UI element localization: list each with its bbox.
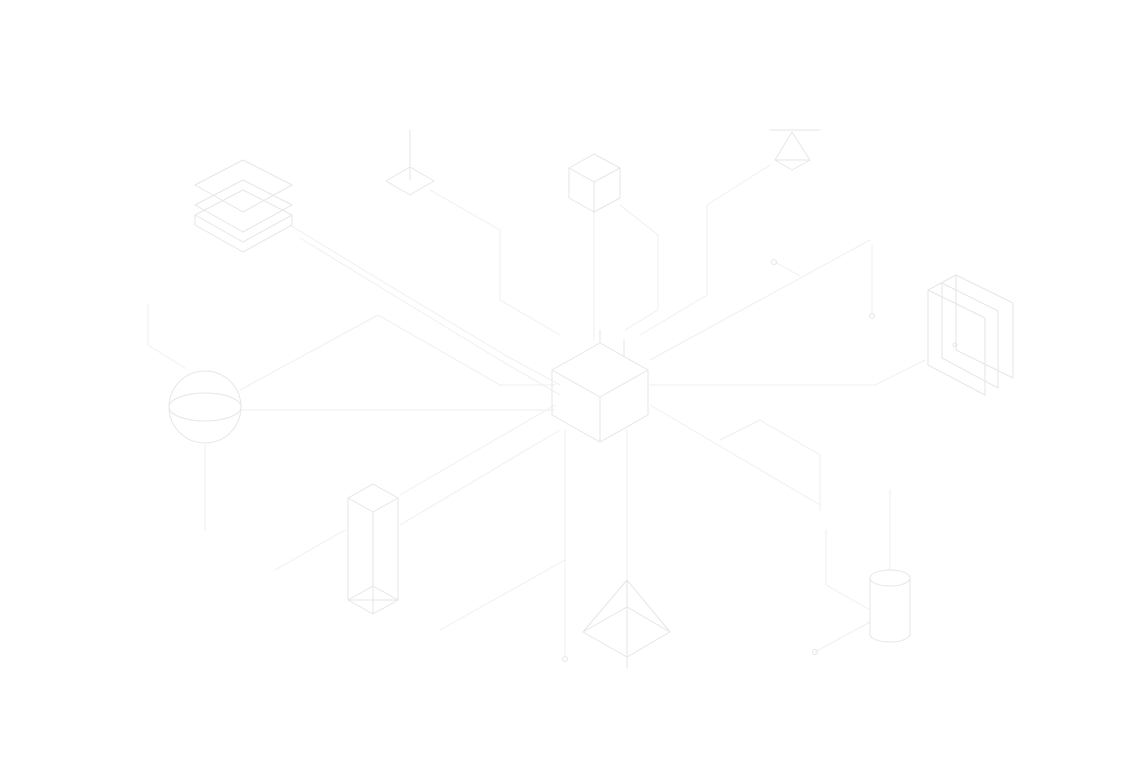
diamond-pin-icon: [385, 129, 435, 196]
node-dot: [771, 259, 777, 265]
node-dot: [869, 313, 875, 319]
node-dot: [812, 649, 818, 655]
sphere-icon: [168, 370, 242, 444]
node-dot: [562, 656, 568, 662]
panels-icon: [927, 274, 1014, 396]
node-dots: [562, 259, 958, 662]
cube-icon: [568, 153, 621, 213]
prism-icon: [347, 483, 399, 615]
hub-icon: [551, 329, 649, 443]
triangle-icon: [769, 129, 821, 171]
layers-icon: [194, 159, 293, 253]
connector-lines: [147, 164, 926, 656]
cylinder-icon: [869, 569, 911, 643]
node-dot: [952, 342, 958, 348]
pyramid-icon: [582, 579, 671, 669]
